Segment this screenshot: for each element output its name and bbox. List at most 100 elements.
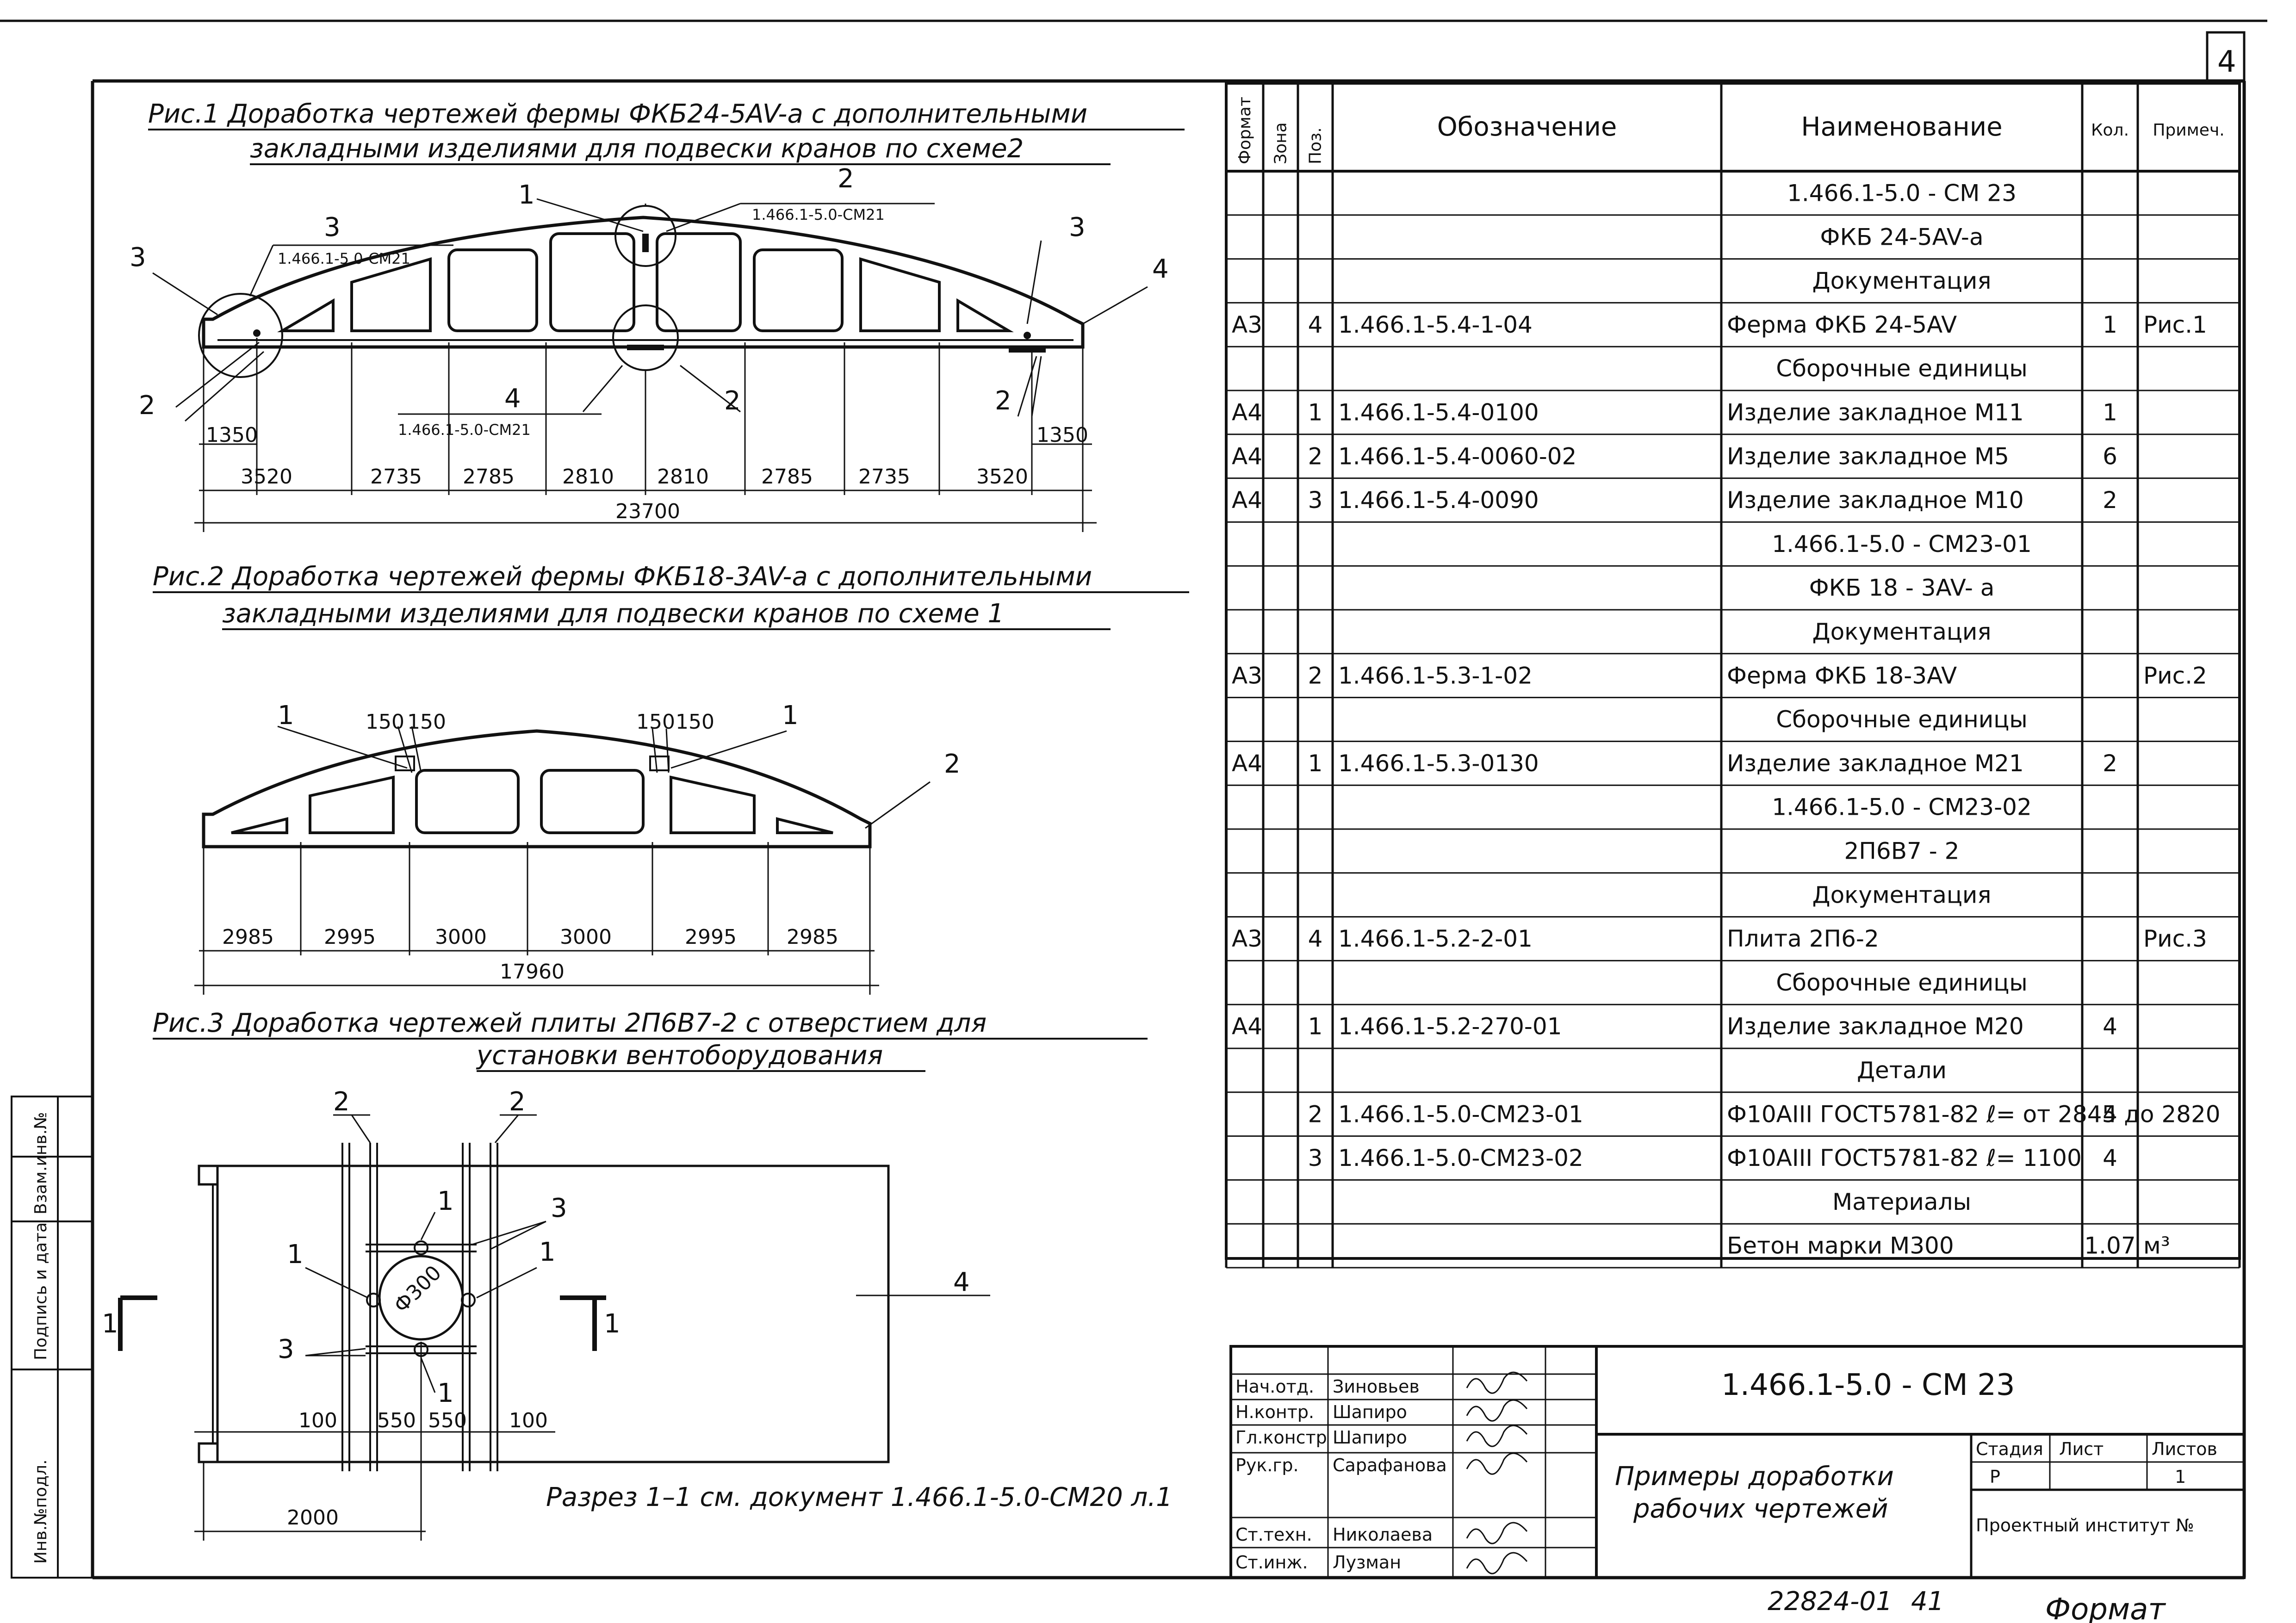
name-senior-technician: Николаева — [1333, 1524, 1433, 1545]
archive-page: 41 — [1911, 1586, 1944, 1617]
spec-cell-r14-c4: 1.466.1-5.0 - СМ23-02 — [1772, 794, 2032, 821]
spec-cell-r20-c4: Детали — [1857, 1057, 1947, 1084]
title-block-designation: 1.466.1-5.0 - СМ 23 — [1721, 1368, 2015, 1402]
spec-cell-r21-c5: 4 — [2103, 1101, 2117, 1127]
spec-cell-r11-c4: Ферма ФКБ 18-3AV — [1727, 662, 1957, 689]
fig1-leaders — [152, 198, 1148, 422]
svg-text:1: 1 — [604, 1309, 621, 1339]
spec-cell-r22-c3: 1.466.1-5.0-СМ23-02 — [1338, 1145, 1583, 1171]
role-group-head: Рук.гр. — [1235, 1455, 1299, 1475]
spec-cell-r17-c6: Рис.3 — [2143, 925, 2207, 952]
spec-cell-r5-c4: Изделие закладное М11 — [1727, 399, 2024, 426]
spec-cell-r11-c2: 2 — [1308, 662, 1323, 689]
spec-cell-r19-c0: А4 — [1232, 1013, 1262, 1040]
spec-cell-r13-c4: Изделие закладное М21 — [1727, 750, 2024, 777]
spec-cell-r13-c5: 2 — [2103, 750, 2117, 777]
spec-cell-r5-c3: 1.466.1-5.4-0100 — [1338, 399, 1539, 426]
archive-number: 22824-01 — [1768, 1586, 1893, 1617]
stamp-inv-label: Инв.№подл. — [31, 1460, 50, 1564]
spec-cell-r15-c4: 2П6В7 - 2 — [1844, 837, 1960, 864]
spec-cell-r3-c0: А3 — [1232, 311, 1262, 338]
spec-grid-lines — [1225, 83, 2241, 1269]
fig3-callout-4: 4 — [953, 1267, 970, 1297]
spec-cell-r5-c2: 1 — [1308, 399, 1323, 426]
sheets-label: Листов — [2152, 1439, 2217, 1459]
fig3-dimension-lines — [194, 1342, 555, 1541]
fig3-callout-1-bottom: 1 — [437, 1378, 454, 1408]
sheet-label: Лист — [2059, 1439, 2104, 1459]
figure-2: Рис.2 Доработка чертежей фермы ФКБ18-3AV… — [153, 562, 1189, 995]
fig1-span-2: 2735 — [370, 465, 422, 489]
fig1-span-6: 2785 — [761, 465, 813, 489]
spec-cell-r18-c4: Сборочные единицы — [1776, 969, 2028, 996]
format-label: Формат — [2045, 1592, 2166, 1623]
spec-cell-r3-c2: 4 — [1308, 311, 1323, 338]
spec-cell-r7-c2: 3 — [1308, 487, 1323, 514]
spec-cell-r3-c6: Рис.1 — [2143, 311, 2207, 338]
fig1-callout-2-middle: 2 — [724, 386, 741, 416]
spec-cell-r16-c4: Документация — [1812, 881, 1992, 908]
figure-3: Рис.3 Доработка чертежей плиты 2П6В7-2 с… — [102, 1008, 1173, 1541]
fig1-callout-3-right: 3 — [1069, 212, 1086, 242]
fig1-ref-middle: 1.466.1-5.0-СМ21 — [398, 421, 531, 439]
spec-cell-r11-c3: 1.466.1-5.3-1-02 — [1338, 662, 1533, 689]
fig1-ref-top: 1.466.1-5.0-СМ21 — [752, 206, 885, 223]
spec-cell-r13-c0: А4 — [1232, 750, 1262, 777]
spec-cell-r12-c4: Сборочные единицы — [1776, 706, 2028, 733]
spec-cell-r3-c3: 1.466.1-5.4-1-04 — [1338, 311, 1533, 338]
spec-cell-r6-c2: 2 — [1308, 443, 1323, 470]
spec-cell-r0-c4: 1.466.1-5.0 - СМ 23 — [1787, 180, 2017, 206]
stamp-replace-label: Взам.инв.№ — [31, 1112, 50, 1214]
name-head-of-dept: Зиновьев — [1333, 1376, 1420, 1397]
fig3-callout-2-left: 2 — [333, 1087, 350, 1117]
name-group-head: Сарафанова — [1333, 1455, 1447, 1475]
spec-header-3: Обозначение — [1437, 112, 1617, 142]
fig2-panel-openings — [231, 769, 833, 834]
spec-cell-r6-c4: Изделие закладное М5 — [1727, 443, 2009, 470]
title-block-title-line2: рабочих чертежей — [1633, 1494, 1888, 1524]
fig1-callout-2-left: 2 — [139, 390, 155, 421]
fig3-callout-1-top: 1 — [437, 1186, 454, 1216]
fig3-callout-1-left: 1 — [287, 1239, 304, 1270]
fig3-dim-4: 100 — [509, 1409, 548, 1432]
fig3-title-line1: Рис.3 Доработка чертежей плиты 2П6В7-2 с… — [153, 1008, 987, 1038]
organization: Проектный институт № — [1976, 1515, 2194, 1536]
fig3-dim-2: 550 — [377, 1409, 416, 1432]
fig3-section-mark-left: 1 — [102, 1295, 157, 1351]
fig1-span-5: 2810 — [657, 465, 709, 489]
fig2-total-length: 17960 — [500, 960, 565, 984]
spec-cell-r22-c5: 4 — [2103, 1145, 2117, 1171]
spec-cell-r22-c4: Ф10АIII ГОСТ5781-82 ℓ= 1100 — [1727, 1145, 2082, 1171]
svg-text:1: 1 — [102, 1309, 118, 1339]
name-norm-control: Шапиро — [1333, 1402, 1407, 1422]
spec-header-5: Кол. — [2091, 121, 2129, 140]
spec-cell-r19-c3: 1.466.1-5.2-270-01 — [1338, 1013, 1562, 1040]
fig3-section-note: Разрез 1–1 см. документ 1.466.1-5.0-СМ20… — [546, 1482, 1173, 1512]
fig2-truss-outline — [202, 729, 872, 849]
spec-cell-r10-c4: Документация — [1812, 618, 1992, 645]
spec-cell-r13-c3: 1.466.1-5.3-0130 — [1338, 750, 1539, 777]
fig1-detail-circle-bottom — [612, 304, 679, 371]
fig1-callout-3-left: 3 — [130, 242, 146, 273]
signatures — [1466, 1371, 1528, 1574]
spec-cell-r11-c0: А3 — [1232, 662, 1262, 689]
fig1-callout-2-top: 2 — [838, 164, 854, 194]
spec-cell-r21-c2: 2 — [1308, 1101, 1323, 1127]
stamp-signature-label: Подпись и дата — [31, 1222, 50, 1360]
figure-1: Рис.1 Доработка чертежей фермы ФКБ24-5AV… — [130, 99, 1185, 532]
fig3-dim-1: 100 — [298, 1409, 337, 1432]
name-senior-engineer: Лузман — [1333, 1552, 1401, 1573]
spec-cell-r17-c2: 4 — [1308, 925, 1323, 952]
spec-cell-r9-c4: ФКБ 18 - 3AV- a — [1809, 575, 1995, 601]
spec-cell-r11-c6: Рис.2 — [2143, 662, 2207, 689]
role-norm-control: Н.контр. — [1235, 1402, 1314, 1422]
spec-cell-r19-c5: 4 — [2103, 1013, 2117, 1040]
fig2-span-4: 3000 — [560, 925, 612, 949]
spec-cell-r24-c5: 1.07 — [2084, 1233, 2135, 1259]
fig1-callout-4-middle: 4 — [504, 384, 521, 414]
fig3-callout-3-left: 3 — [278, 1334, 294, 1364]
fig2-dimension-lines — [194, 842, 879, 995]
role-senior-engineer: Ст.инж. — [1235, 1552, 1308, 1573]
fig3-dim-3: 550 — [428, 1409, 467, 1432]
